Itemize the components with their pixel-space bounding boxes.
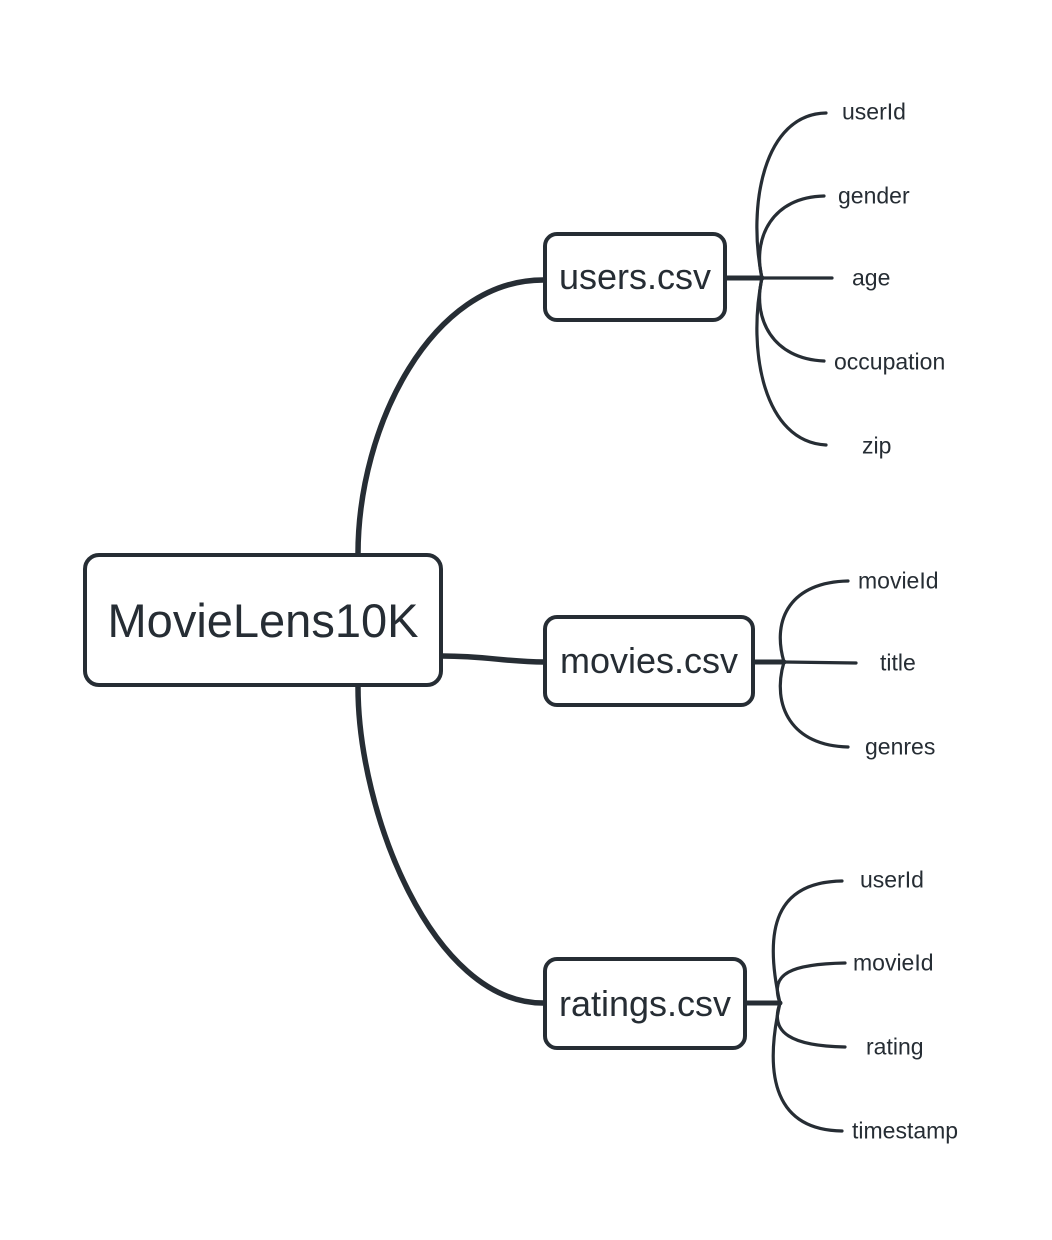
field-label-movies-genres: genres [865,733,936,760]
edge-users-userid [755,111,828,280]
field-label-ratings-movieid: movieId [853,949,934,976]
edge-ratings-timestamp [771,1001,844,1133]
file-node-label: users.csv [558,256,712,297]
root-node-movielens10k: MovieLens10K [83,553,443,687]
edge-root-movies [439,653,547,665]
field-label-ratings-rating: rating [866,1033,924,1060]
file-node-label: ratings.csv [558,982,732,1024]
file-node-ratings-csv: ratings.csv [543,957,747,1050]
field-label-users-userid: userId [842,98,906,125]
file-node-users-csv: users.csv [543,232,727,322]
field-label-users-zip: zip [862,432,892,459]
edge-users-gender [757,194,826,280]
root-node-label: MovieLens10K [107,593,419,647]
edge-ratings-rating [775,1001,847,1049]
edge-users-zip [755,276,828,447]
edge-ratings-userid [771,879,844,1005]
edge-movies-title [782,660,858,665]
field-label-users-occupation: occupation [834,348,946,375]
edge-root-ratings [355,684,546,1006]
edge-root-users [355,277,546,557]
field-label-ratings-userid: userId [860,866,924,893]
file-node-label: movies.csv [559,640,739,681]
field-label-movies-title: title [880,649,916,676]
edge-ratings-movieid [775,961,847,1005]
edge-movies-movieid [778,579,850,664]
file-node-movies-csv: movies.csv [543,615,755,707]
field-label-users-gender: gender [838,182,910,209]
field-label-users-age: age [852,264,891,291]
field-label-ratings-timestamp: timestamp [852,1117,959,1144]
edge-users-occupation [757,276,826,363]
field-label-movies-movieid: movieId [858,567,939,594]
edge-movies-genres [778,660,850,749]
